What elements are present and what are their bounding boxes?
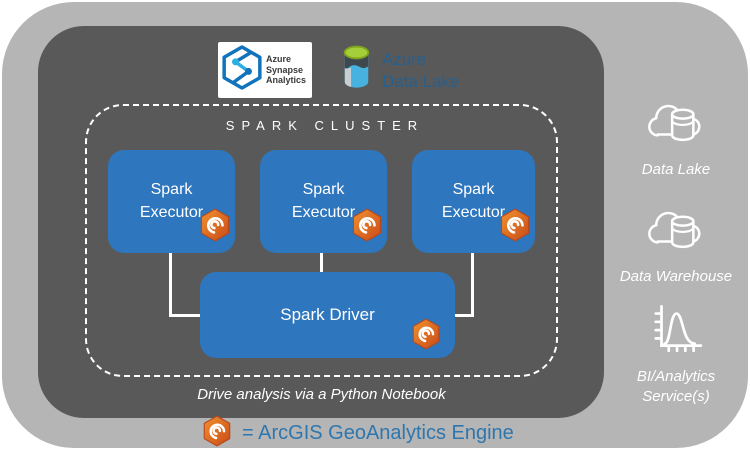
azure-synapse-logo-label: Azure Synapse Analytics	[266, 53, 307, 86]
connector-executor2-vertical	[320, 253, 323, 273]
spark-cluster-boundary	[85, 104, 558, 377]
service-bi-analytics: BI/Analytics Service(s)	[608, 300, 744, 408]
spark-executor-box-1: Spark Executor	[108, 150, 235, 253]
connector-executor1-horizontal	[169, 314, 201, 317]
azure-data-lake-logo: Azure Data Lake	[341, 44, 460, 97]
spark-cluster-title: SPARK CLUSTER	[225, 118, 425, 133]
legend: = ArcGIS GeoAnalytics Engine	[202, 415, 514, 450]
connector-executor3-vertical	[471, 253, 474, 316]
analytics-chart-icon	[608, 300, 744, 359]
service-data-lake: Data Lake	[608, 93, 744, 180]
geoanalytics-engine-icon	[199, 208, 231, 249]
service-data-warehouse: Data Warehouse	[608, 200, 744, 287]
azure-data-lake-cylinder-icon	[341, 44, 372, 97]
azure-synapse-logo-icon	[221, 44, 263, 96]
notebook-caption: Drive analysis via a Python Notebook	[197, 386, 446, 403]
spark-executor-box-3: Spark Executor	[412, 150, 535, 253]
legend-text: = ArcGIS GeoAnalytics Engine	[242, 422, 514, 444]
cloud-database-icon	[608, 200, 744, 259]
spark-executor-label: Spark Executor	[441, 181, 506, 221]
azure-data-lake-label: Azure Data Lake	[382, 50, 460, 91]
azure-synapse-logo-box: Azure Synapse Analytics	[218, 42, 312, 98]
geoanalytics-engine-icon	[351, 208, 383, 249]
service-label: BI/Analytics Service(s)	[636, 368, 716, 406]
geoanalytics-engine-icon	[499, 208, 531, 249]
cloud-database-icon	[608, 93, 744, 152]
geoanalytics-engine-icon	[202, 415, 232, 450]
spark-executor-label: Spark Executor	[139, 181, 204, 221]
service-label: Data Warehouse	[619, 268, 733, 285]
service-label: Data Lake	[641, 161, 711, 178]
connector-executor1-vertical	[169, 253, 172, 316]
spark-driver-label: Spark Driver	[280, 305, 375, 324]
spark-executor-box-2: Spark Executor	[260, 150, 387, 253]
connector-executor3-horizontal	[454, 314, 474, 317]
geoanalytics-engine-icon	[411, 318, 441, 355]
spark-executor-label: Spark Executor	[291, 181, 356, 221]
spark-driver-box: Spark Driver	[200, 272, 455, 358]
